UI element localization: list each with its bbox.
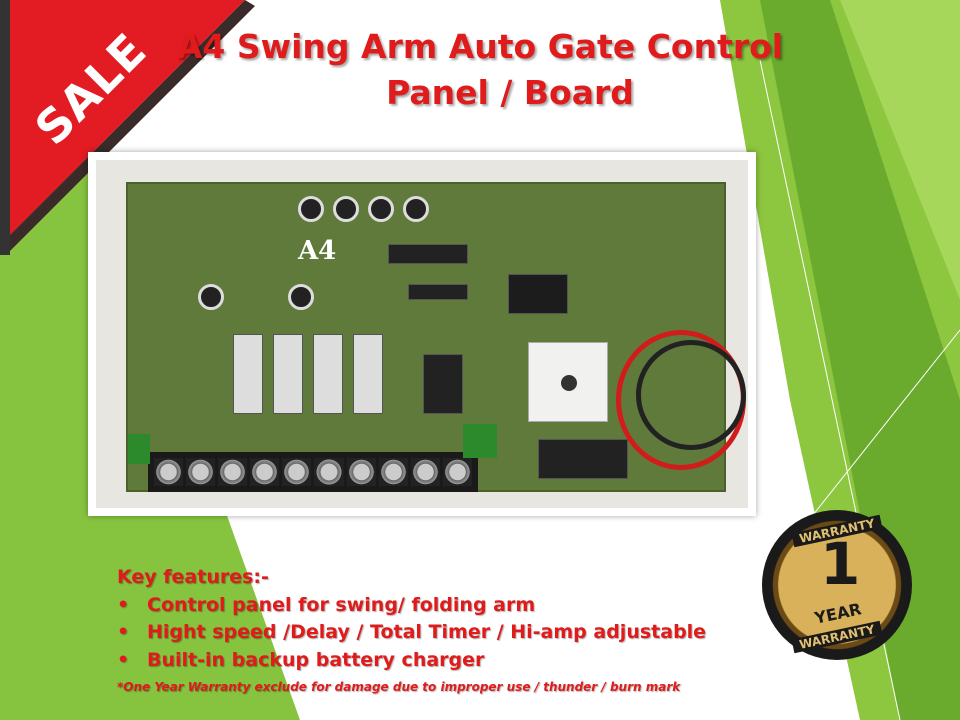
page-title-line1: A4 Swing Arm Auto Gate Control: [176, 27, 784, 66]
feature-item: •Built-in backup battery charger: [117, 649, 485, 671]
feature-text: Built-in backup battery charger: [147, 649, 485, 671]
circuit-board: A4: [126, 182, 726, 492]
feature-text: Hight speed /Delay / Total Timer / Hi-am…: [147, 621, 707, 643]
product-photo: A4: [88, 152, 756, 516]
feature-item: •Hight speed /Delay / Total Timer / Hi-a…: [117, 621, 707, 643]
badge-number: 1: [820, 530, 861, 598]
board-model-label: A4: [298, 236, 337, 266]
feature-text: Control panel for swing/ folding arm: [147, 594, 536, 616]
page-title-line2: Panel / Board: [386, 73, 634, 112]
feature-item: •Control panel for swing/ folding arm: [117, 594, 536, 616]
warranty-note: *One Year Warranty exclude for damage du…: [117, 680, 681, 694]
warranty-badge: WARRANTY 1 YEAR WARRANTY: [762, 510, 912, 660]
features-heading: Key features:-: [117, 566, 269, 588]
